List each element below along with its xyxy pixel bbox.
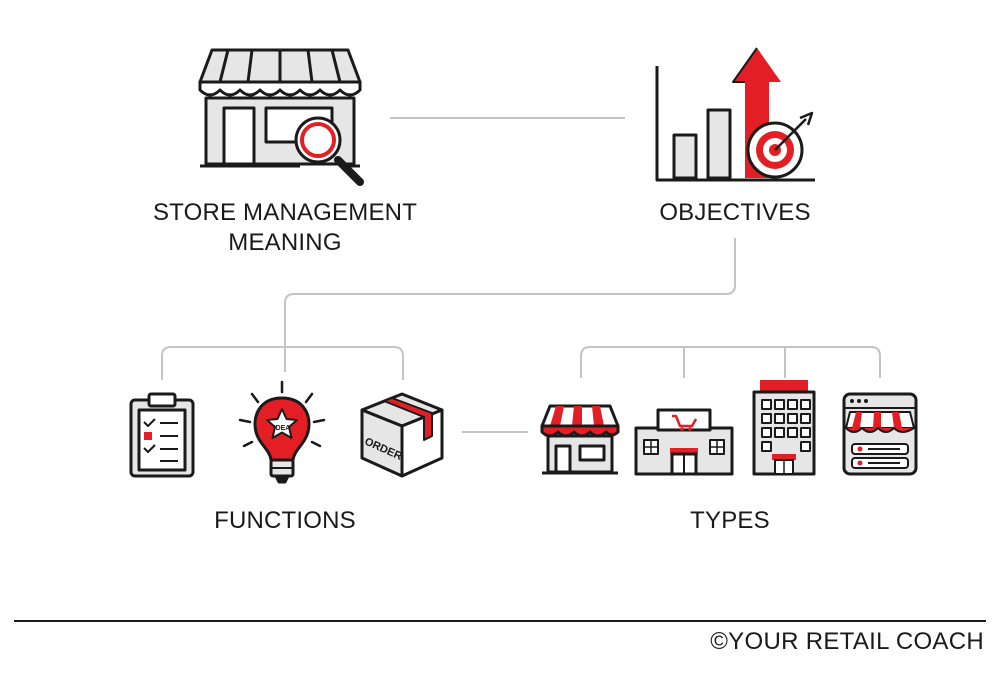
node-label-meaning-line1: STORE MANAGEMENT bbox=[152, 199, 418, 226]
supermarket-icon bbox=[634, 408, 734, 476]
connector-functions-bracket bbox=[161, 346, 404, 380]
order-box-icon: ORDER bbox=[360, 392, 444, 478]
online-store-icon bbox=[842, 392, 918, 476]
storefront-with-magnifier-icon bbox=[198, 48, 364, 186]
footer-copyright: ©YOUR RETAIL COACH bbox=[710, 628, 984, 655]
footer-divider bbox=[14, 620, 986, 622]
node-label-store-management-meaning: STORE MANAGEMENT MEANING bbox=[130, 198, 440, 258]
bar-chart-arrow-target-icon bbox=[655, 47, 815, 182]
connector-objectives-functions bbox=[284, 238, 736, 372]
node-label-meaning-line2: MEANING bbox=[228, 229, 342, 256]
clipboard-checklist-icon bbox=[129, 392, 195, 478]
connector-types-bracket bbox=[580, 346, 881, 378]
small-shop-icon bbox=[540, 404, 620, 475]
idea-icon-text: IDEA bbox=[274, 425, 291, 432]
office-building-icon bbox=[752, 380, 816, 476]
node-label-types: TYPES bbox=[690, 507, 770, 534]
node-label-functions: FUNCTIONS bbox=[214, 507, 356, 534]
lightbulb-idea-icon: IDEA bbox=[238, 380, 326, 484]
connectors bbox=[161, 117, 881, 433]
node-label-objectives: OBJECTIVES bbox=[659, 199, 811, 226]
